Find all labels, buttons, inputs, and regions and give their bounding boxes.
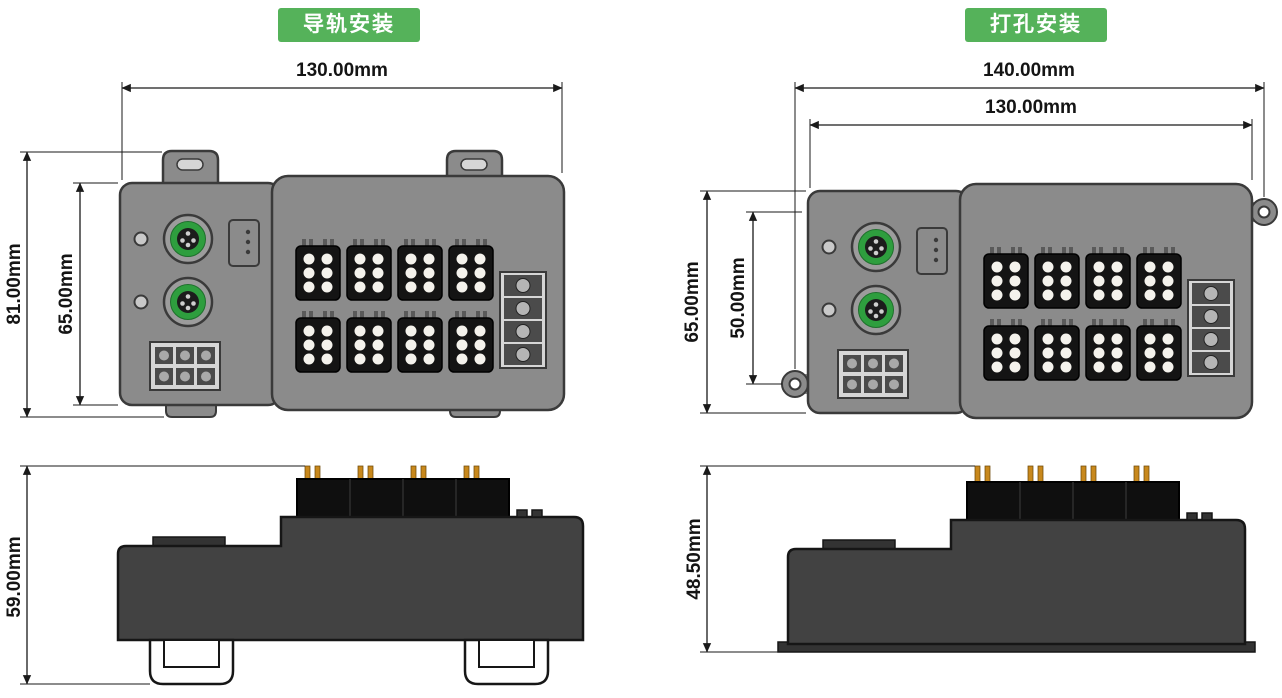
dim-label: 65.00mm — [682, 261, 703, 342]
tab-slot — [460, 158, 488, 171]
dim-label: 81.00mm — [4, 243, 25, 324]
dim-width-130: 130.00mm — [121, 60, 563, 180]
rail-mount-side-view: 59.00mm — [4, 465, 585, 686]
dim-height-50: 50.00mm — [728, 211, 802, 385]
dim-label: 140.00mm — [983, 60, 1075, 81]
dim-width-140: 140.00mm — [794, 60, 1265, 369]
dim-label: 65.00mm — [56, 253, 77, 334]
screw-bump — [516, 509, 528, 518]
dim-height-81: 81.00mm — [4, 151, 164, 418]
tab-slot — [176, 158, 204, 171]
hole-mount-front-view: 140.00mm 130.00mm 65.00mm 50.00mm — [682, 60, 1278, 418]
din-rail-clip — [148, 638, 235, 686]
dim-height-65: 65.00mm — [56, 182, 118, 406]
rail-mount-title-badge: 导轨安装 — [278, 8, 420, 42]
screw-bump — [1186, 512, 1198, 521]
io-module-front — [808, 184, 1252, 418]
din-rail-clip — [463, 638, 550, 686]
io-module-side-profile — [116, 515, 585, 642]
dim-height-65: 65.00mm — [682, 190, 806, 414]
dim-depth-48-5: 48.50mm — [684, 465, 975, 653]
dim-depth-59: 59.00mm — [4, 465, 305, 685]
connector-pins — [974, 465, 1150, 483]
dim-label: 130.00mm — [296, 60, 388, 81]
mounting-hole — [788, 377, 802, 391]
dim-label: 50.00mm — [728, 257, 749, 338]
dim-label: 48.50mm — [684, 518, 705, 599]
rail-mount-front-view: 130.00mm 81.00mm 65.00mm — [4, 60, 564, 418]
dim-label: 59.00mm — [4, 536, 25, 617]
connector-pins — [304, 465, 480, 481]
dim-width-130: 130.00mm — [809, 97, 1253, 188]
screw-bump — [1201, 512, 1213, 521]
hole-mount-title-badge: 打孔安装 — [965, 8, 1107, 42]
io-module-front — [120, 176, 564, 410]
hole-mount-side-view: 48.50mm — [684, 465, 1256, 653]
mounting-hole — [1257, 205, 1271, 219]
io-module-side-profile — [786, 518, 1247, 646]
dim-label: 130.00mm — [985, 97, 1077, 118]
mounting-ear — [781, 370, 811, 398]
screw-bump — [531, 509, 543, 518]
